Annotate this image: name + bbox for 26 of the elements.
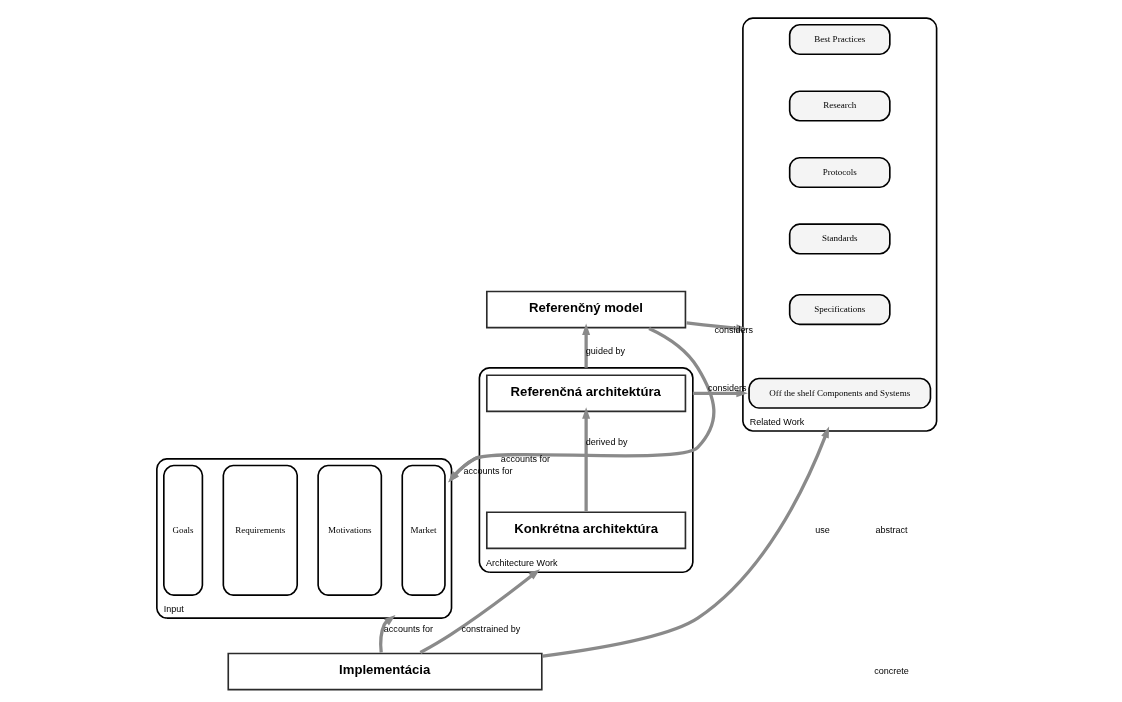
edge-label: accounts for [500, 454, 550, 465]
arrow [542, 426, 830, 658]
node-box: Best Practices [788, 23, 891, 56]
node-box: Goals [163, 464, 204, 596]
arrow [419, 569, 540, 654]
edge-label: constrained by [461, 623, 521, 634]
node-box: Requirements [222, 464, 299, 596]
node-box: Protocols [788, 156, 891, 189]
node-box: Market [401, 464, 446, 596]
edge-label: considers [714, 325, 754, 336]
node-box: Off the shelf Components and Systems [748, 377, 932, 409]
arrow [582, 407, 591, 512]
node-box: Motivations [317, 464, 383, 596]
edge-label: use [815, 524, 830, 535]
arrow [448, 455, 480, 483]
edge-label: derived by [585, 436, 628, 447]
node-box: Research [788, 90, 891, 122]
edge-label: accounts for [383, 623, 433, 634]
node-box: Standards [788, 223, 891, 255]
label: concrete [874, 665, 909, 676]
edge-label: guided by [585, 345, 625, 356]
arrow [582, 323, 591, 368]
arrow [448, 326, 716, 483]
label: abstract [875, 524, 908, 535]
arrow [379, 615, 396, 653]
node-box: Specifications [788, 293, 891, 326]
